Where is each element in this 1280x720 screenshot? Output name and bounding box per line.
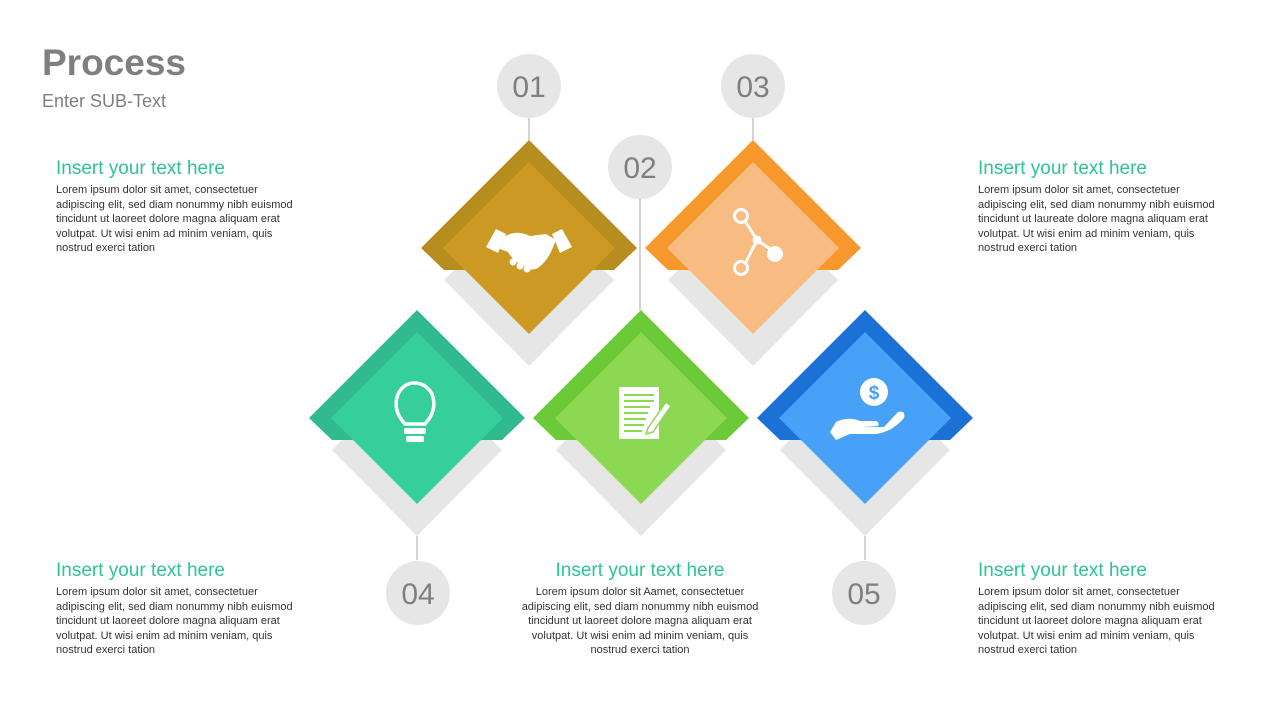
connector-lines: [416, 118, 866, 560]
text-block-top-left: Insert your text here Lorem ipsum dolor …: [56, 157, 306, 256]
svg-text:01: 01: [512, 71, 545, 104]
slide-subtitle: Enter SUB-Text: [42, 91, 167, 111]
block-heading: Insert your text here: [978, 560, 1147, 581]
block-body: Lorem ipsum dolor sit amet, consectetuer…: [978, 586, 1215, 656]
step-number-2: 02: [608, 135, 672, 199]
step-number-4: 04: [386, 561, 450, 625]
block-heading: Insert your text here: [555, 560, 725, 581]
step-number-5: 05: [832, 561, 896, 625]
svg-text:04: 04: [401, 578, 434, 611]
slide-title: Process: [42, 42, 186, 83]
block-body: Lorem ipsum dolor sit Aamet, consectetue…: [521, 586, 759, 656]
step-1-diamond[interactable]: [421, 140, 637, 366]
block-body: Lorem ipsum dolor sit amet, consectetuer…: [56, 586, 293, 656]
step-4-diamond[interactable]: [309, 310, 525, 536]
text-block-bottom-center: Insert your text here Lorem ipsum dolor …: [515, 559, 765, 658]
handshake-icon: [486, 229, 572, 273]
hand-dollar-icon: $: [830, 378, 905, 440]
block-heading: Insert your text here: [978, 158, 1147, 179]
block-body: Lorem ipsum dolor sit amet, consectetuer…: [56, 184, 293, 254]
text-block-bottom-left: Insert your text here Lorem ipsum dolor …: [56, 559, 306, 658]
step-5-inner: [779, 332, 951, 504]
step-4-inner: [331, 332, 503, 504]
document-pencil-icon: [619, 387, 673, 439]
lightbulb-icon: [394, 381, 436, 442]
step-5-diamond[interactable]: $: [757, 310, 973, 536]
step-2-diamond[interactable]: [533, 310, 749, 536]
svg-text:03: 03: [736, 71, 769, 104]
block-heading: Insert your text here: [56, 560, 225, 581]
block-heading: Insert your text here: [56, 158, 225, 179]
svg-text:05: 05: [847, 578, 880, 611]
network-nodes-icon: [733, 208, 783, 276]
svg-text:$: $: [869, 383, 880, 404]
block-body: Lorem ipsum dolor sit amet, consectetuer…: [978, 184, 1215, 254]
step-3-diamond[interactable]: [645, 140, 861, 366]
text-block-bottom-right: Insert your text here Lorem ipsum dolor …: [978, 559, 1228, 658]
svg-text:02: 02: [623, 152, 656, 185]
text-block-top-right: Insert your text here Lorem ipsum dolor …: [978, 157, 1228, 256]
step-number-3: 03: [721, 54, 785, 118]
step-number-1: 01: [497, 54, 561, 118]
